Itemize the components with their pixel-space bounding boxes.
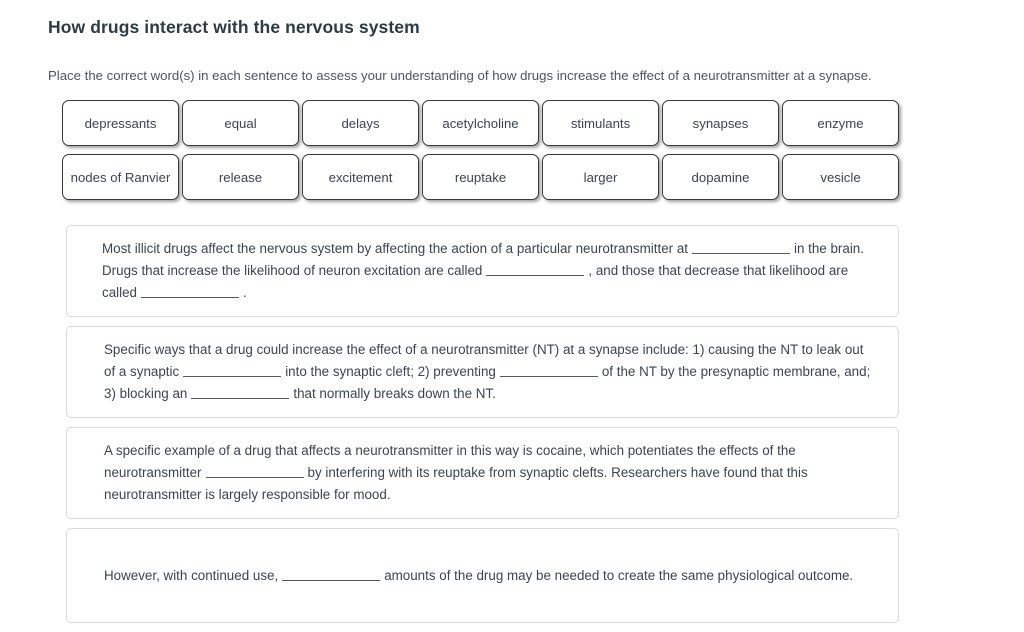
sentence-fragment: However, with continued use, xyxy=(104,567,279,583)
blank-dropzone-1-3[interactable] xyxy=(141,282,239,298)
sentence-text-2: Specific ways that a drug could increase… xyxy=(87,339,878,405)
blank-dropzone-4-1[interactable] xyxy=(282,565,381,581)
sentence-text-4: However, with continued use, amounts of t… xyxy=(87,565,878,587)
blank-dropzone-2-1[interactable] xyxy=(183,361,282,377)
sentence-fragment: A specific example of a drug that affect… xyxy=(104,443,796,480)
word-chip-enzyme[interactable]: enzyme xyxy=(782,100,899,146)
sentence-text-3: A specific example of a drug that affect… xyxy=(87,440,878,506)
word-chip-vesicle[interactable]: vesicle xyxy=(782,154,899,200)
sentence-text-1: Most illicit drugs affect the nervous sy… xyxy=(87,238,878,304)
sentence-fragment: Specific ways that a drug could increase… xyxy=(104,342,864,379)
word-chip-dopamine[interactable]: dopamine xyxy=(662,154,779,200)
word-chip-stimulants[interactable]: stimulants xyxy=(542,100,659,146)
blank-dropzone-3-1[interactable] xyxy=(205,462,304,478)
word-chip-synapses[interactable]: synapses xyxy=(662,100,779,146)
page-title: How drugs interact with the nervous syst… xyxy=(48,17,420,37)
sentence-box-1: Most illicit drugs affect the nervous sy… xyxy=(66,225,899,317)
sentence-fragment: , and those that decrease that likelihoo… xyxy=(102,263,849,300)
blank-dropzone-2-3[interactable] xyxy=(191,383,290,399)
sentence-fragment: into the synaptic cleft; 2) preventing xyxy=(285,364,496,379)
sentence-box-2: Specific ways that a drug could increase… xyxy=(66,326,899,418)
sentence-fragment: that normally breaks down the NT. xyxy=(293,386,496,401)
instruction-text: Place the correct word(s) in each senten… xyxy=(48,68,872,83)
word-chip-release[interactable]: release xyxy=(182,154,299,200)
word-chip-equal[interactable]: equal xyxy=(182,100,299,146)
sentence-fragment: of the NT by the presynaptic membrane, a… xyxy=(104,364,871,401)
word-chip-delays[interactable]: delays xyxy=(302,100,419,146)
sentence-fragment: in the brain. Drugs that increase the li… xyxy=(102,241,864,278)
blank-dropzone-2-2[interactable] xyxy=(499,361,598,377)
blank-dropzone-1-1[interactable] xyxy=(692,238,790,254)
sentence-box-3: A specific example of a drug that affect… xyxy=(66,427,899,519)
word-chip-reuptake[interactable]: reuptake xyxy=(422,154,539,200)
sentence-list: Most illicit drugs affect the nervous sy… xyxy=(66,225,899,632)
sentence-fragment: . xyxy=(243,285,247,300)
sentence-fragment: Most illicit drugs affect the nervous sy… xyxy=(102,241,688,256)
word-chip-nodes-of-ranvier[interactable]: nodes of Ranvier xyxy=(62,154,179,200)
sentence-box-4: However, with continued use, amounts of t… xyxy=(66,528,899,623)
word-chip-larger[interactable]: larger xyxy=(542,154,659,200)
word-chip-excitement[interactable]: excitement xyxy=(302,154,419,200)
word-chip-acetylcholine[interactable]: acetylcholine xyxy=(422,100,539,146)
sentence-fragment: by interfering with its reuptake from sy… xyxy=(104,465,808,502)
blank-dropzone-1-2[interactable] xyxy=(486,260,585,276)
word-chip-depressants[interactable]: depressants xyxy=(62,100,179,146)
sentence-fragment: amounts of the drug may be needed to cre… xyxy=(384,567,854,583)
